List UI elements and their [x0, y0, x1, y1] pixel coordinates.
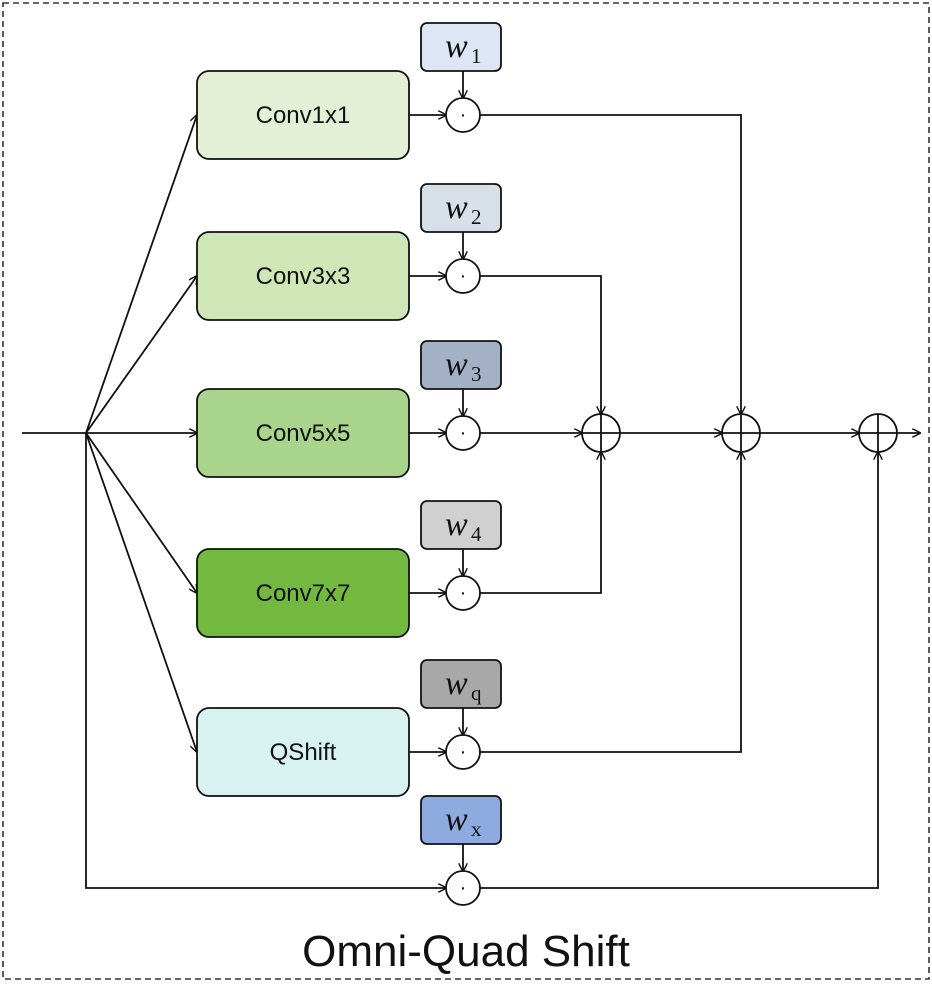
- branch-4-multiply-node-symbol: ·: [460, 582, 467, 604]
- branch-2-label: Conv3x3: [256, 263, 351, 290]
- branch-2-weight-box-rect: [420, 183, 502, 233]
- branch-5-input-arrow: [85, 432, 197, 752]
- branch-2-multiply-node: ·: [445, 258, 481, 294]
- branch-4-output-wire: [480, 452, 601, 594]
- branch-1-multiply-node-circle: [445, 97, 481, 133]
- branch-3-weight-label: w: [445, 346, 468, 383]
- connection-wires: [22, 71, 920, 888]
- sum-node-1: [581, 413, 621, 453]
- sum-node-2: [721, 413, 761, 453]
- branch-3-box: Conv5x5: [196, 388, 410, 478]
- skip-multiply-node: ·: [445, 870, 481, 906]
- branch-1-weight-label: w: [445, 28, 468, 65]
- branch-1-weight-subscript: 1: [471, 44, 482, 68]
- branch-5-multiply-node-symbol: ·: [460, 741, 467, 763]
- branch-1-multiply-node: ·: [445, 97, 481, 133]
- skip-weight-subscript: x: [471, 817, 482, 841]
- branch-1-multiply-node-symbol: ·: [460, 104, 467, 126]
- branch-1-box-rect: [196, 70, 410, 160]
- branch-5-box: QShift: [196, 707, 410, 797]
- branch-2-weight-subscript: 2: [471, 205, 482, 229]
- sum-node-3: [858, 413, 898, 453]
- branch-4-weight-label: w: [445, 506, 468, 543]
- branch-4-weight-subscript: 4: [471, 522, 482, 546]
- branch-1-input-arrow: [85, 115, 197, 434]
- branch-1-box: Conv1x1: [196, 70, 410, 160]
- branch-2-multiply-node-symbol: ·: [460, 265, 467, 287]
- branch-1-weight-box-rect: [420, 22, 502, 72]
- branch-4-box: Conv7x7: [196, 548, 410, 638]
- branch-4-multiply-node: ·: [445, 575, 481, 611]
- branch-2-box: Conv3x3: [196, 231, 410, 321]
- branch-2-input-arrow: [85, 276, 197, 434]
- branch-4-box-rect: [196, 548, 410, 638]
- branch-5-multiply-node-circle: [445, 734, 481, 770]
- branch-2-box-rect: [196, 231, 410, 321]
- branch-5-label: QShift: [270, 739, 337, 766]
- branch-5-box-rect: [196, 707, 410, 797]
- branch-2-multiply-node-circle: [445, 258, 481, 294]
- branch-2-weight-label: w: [445, 189, 468, 226]
- branch-5-weight-box-rect: [420, 659, 502, 709]
- branch-2-output-wire: [480, 275, 601, 414]
- branch-1-output-wire: [480, 114, 741, 414]
- skip-multiply-node-circle: [445, 870, 481, 906]
- branch-5-weight-subscript: q: [471, 681, 482, 705]
- branch-3-box-rect: [196, 388, 410, 478]
- branch-1-label: Conv1x1: [256, 102, 351, 129]
- branch-3-multiply-node-symbol: ·: [460, 422, 467, 444]
- branch-3-multiply-node: ·: [445, 415, 481, 451]
- branch-4-input-arrow: [85, 432, 197, 593]
- skip-input-wire: [85, 433, 446, 888]
- skip-multiply-node-symbol: ·: [460, 877, 467, 899]
- skip-weight-box-rect: [420, 795, 502, 845]
- branch-4-label: Conv7x7: [256, 580, 351, 607]
- branch-5-output-wire: [480, 452, 741, 753]
- branch-3-multiply-node-circle: [445, 415, 481, 451]
- branch-3-label: Conv5x5: [256, 420, 351, 447]
- branch-3-weight-box-rect: [420, 340, 502, 390]
- branch-3-weight-subscript: 3: [471, 362, 482, 386]
- skip-weight-label: w: [445, 801, 468, 838]
- branch-4-multiply-node-circle: [445, 575, 481, 611]
- diagram-title: Omni-Quad Shift: [302, 927, 630, 976]
- branch-4-weight-box-rect: [420, 500, 502, 550]
- branch-5-multiply-node: ·: [445, 734, 481, 770]
- skip-output-wire: [480, 452, 878, 889]
- branch-5-weight-label: w: [445, 665, 468, 702]
